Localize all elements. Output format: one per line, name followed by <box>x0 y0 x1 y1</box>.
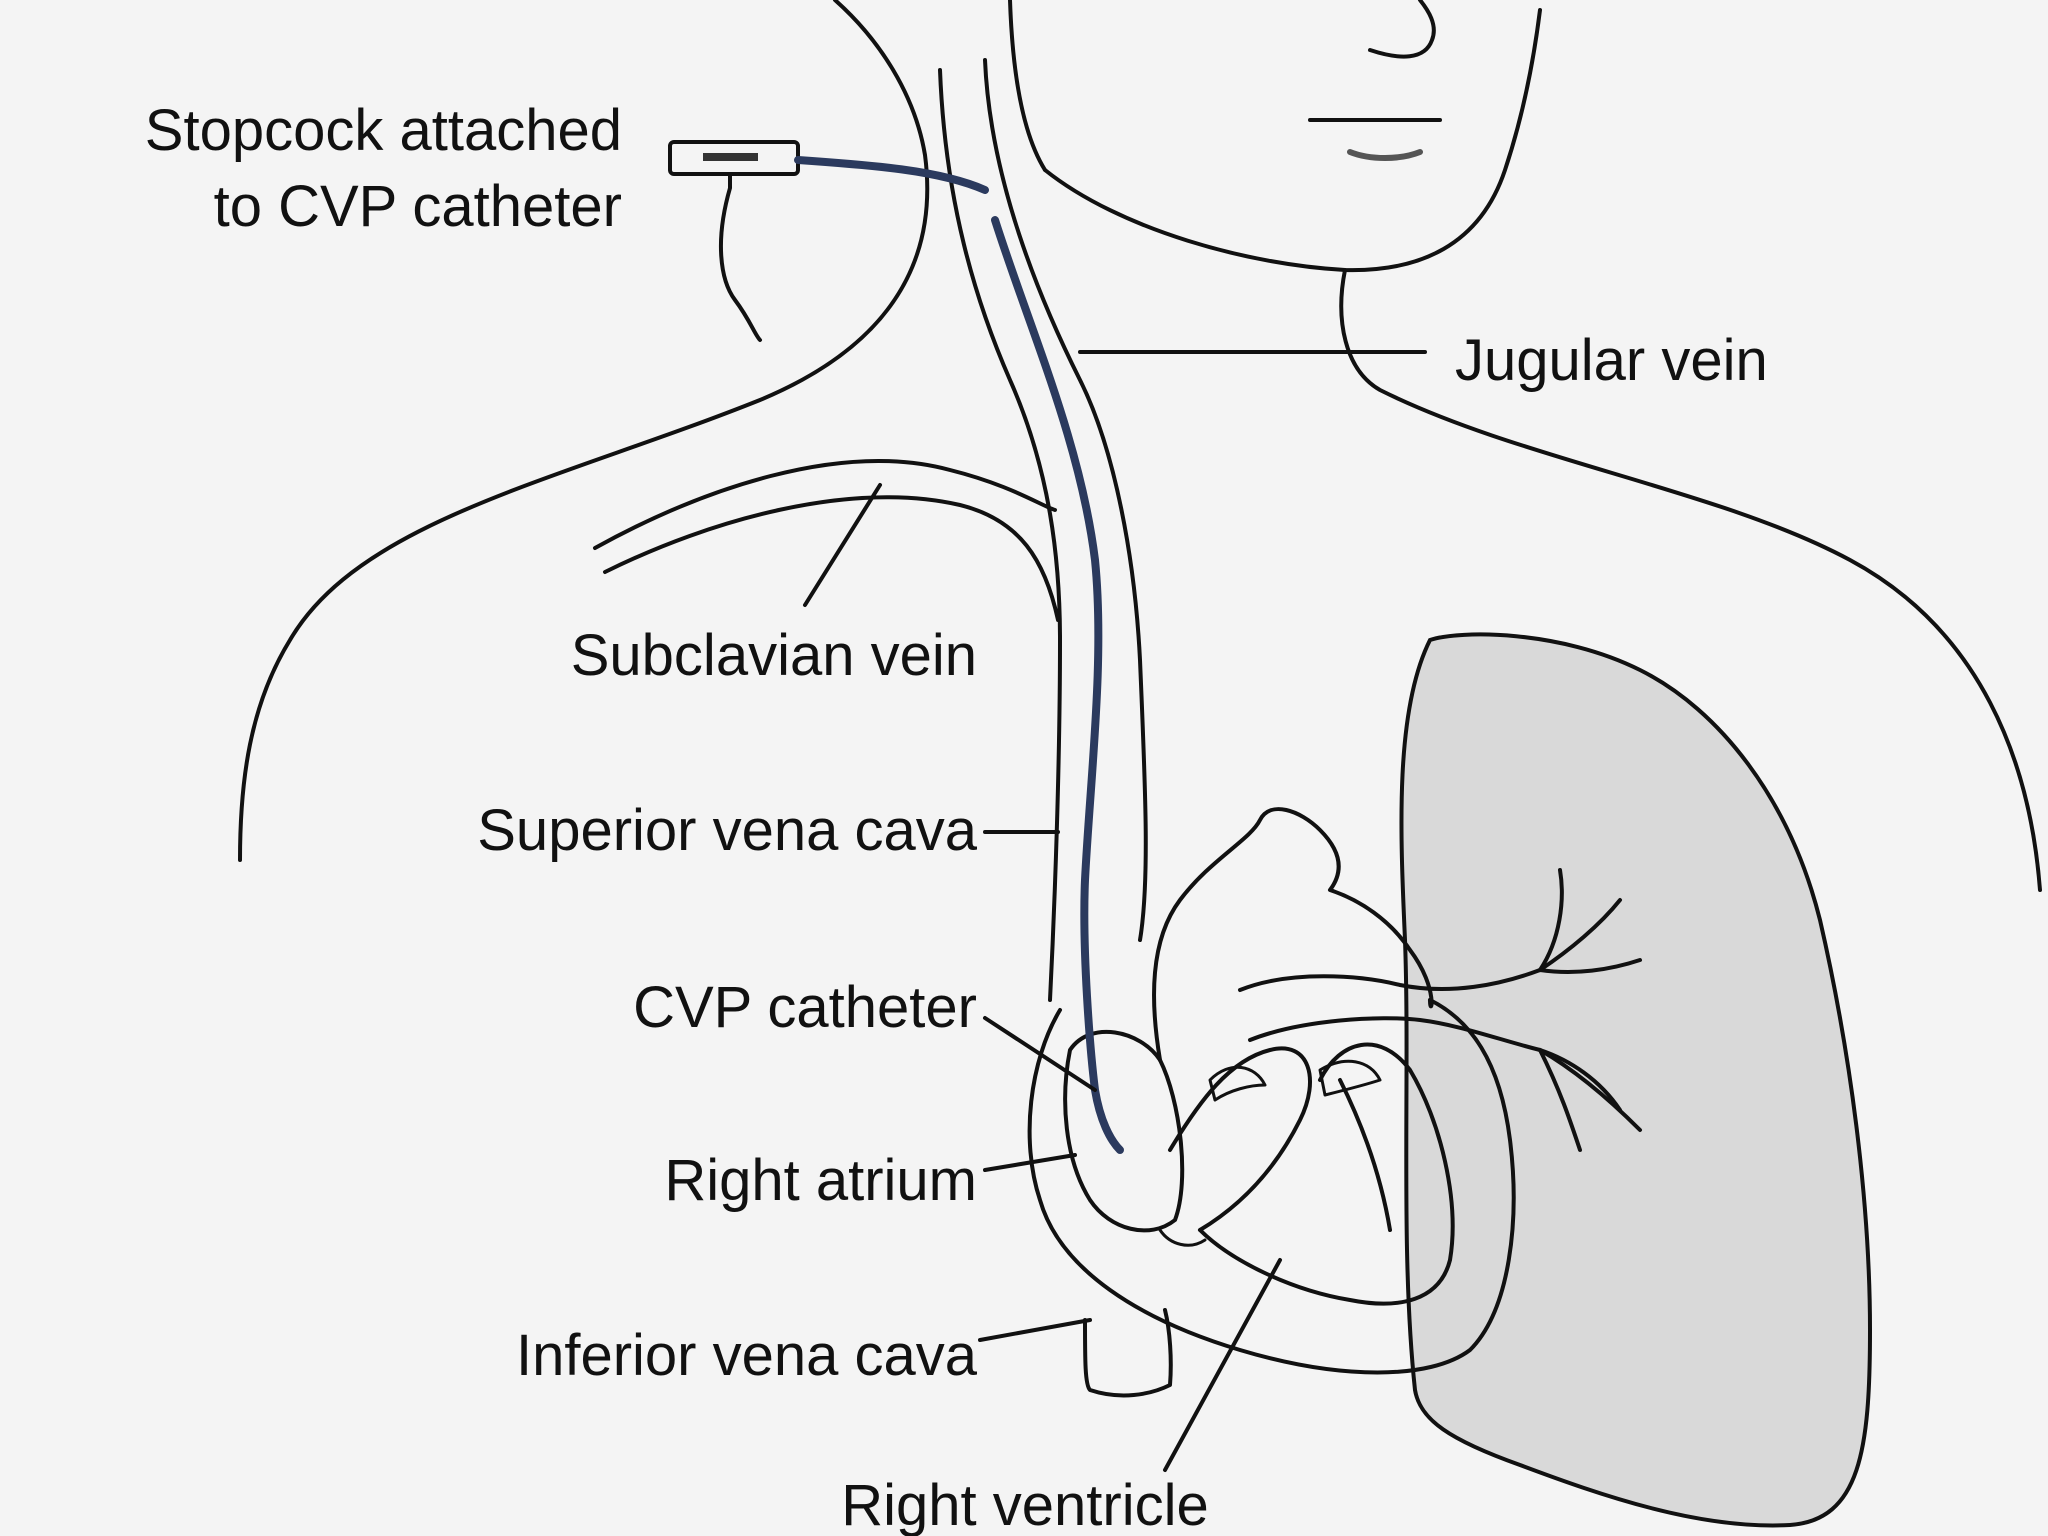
label-inferior-vena-cava: Inferior vena cava <box>516 1323 978 1388</box>
heart <box>1027 807 1542 1375</box>
jugular-vein <box>938 58 1148 1002</box>
label-superior-vena-cava: Superior vena cava <box>477 798 977 863</box>
label-stopcock-line1: Stopcock attached <box>145 98 622 163</box>
label-right-ventricle: Right ventricle <box>841 1473 1208 1536</box>
label-cvp-catheter: CVP catheter <box>633 975 977 1040</box>
body-outline <box>238 0 2042 892</box>
inferior-vena-cava <box>1083 1308 1173 1398</box>
label-stopcock-line2: to CVP catheter <box>214 174 622 239</box>
label-jugular-vein: Jugular vein <box>1455 328 1768 393</box>
leader-lines <box>803 350 1427 1472</box>
label-subclavian-vein: Subclavian vein <box>571 623 977 688</box>
lung <box>1399 632 1873 1528</box>
stopcock <box>668 140 800 342</box>
pulmonary-branches <box>1538 868 1642 1152</box>
subclavian-vein <box>593 459 1060 622</box>
label-right-atrium: Right atrium <box>664 1148 977 1213</box>
